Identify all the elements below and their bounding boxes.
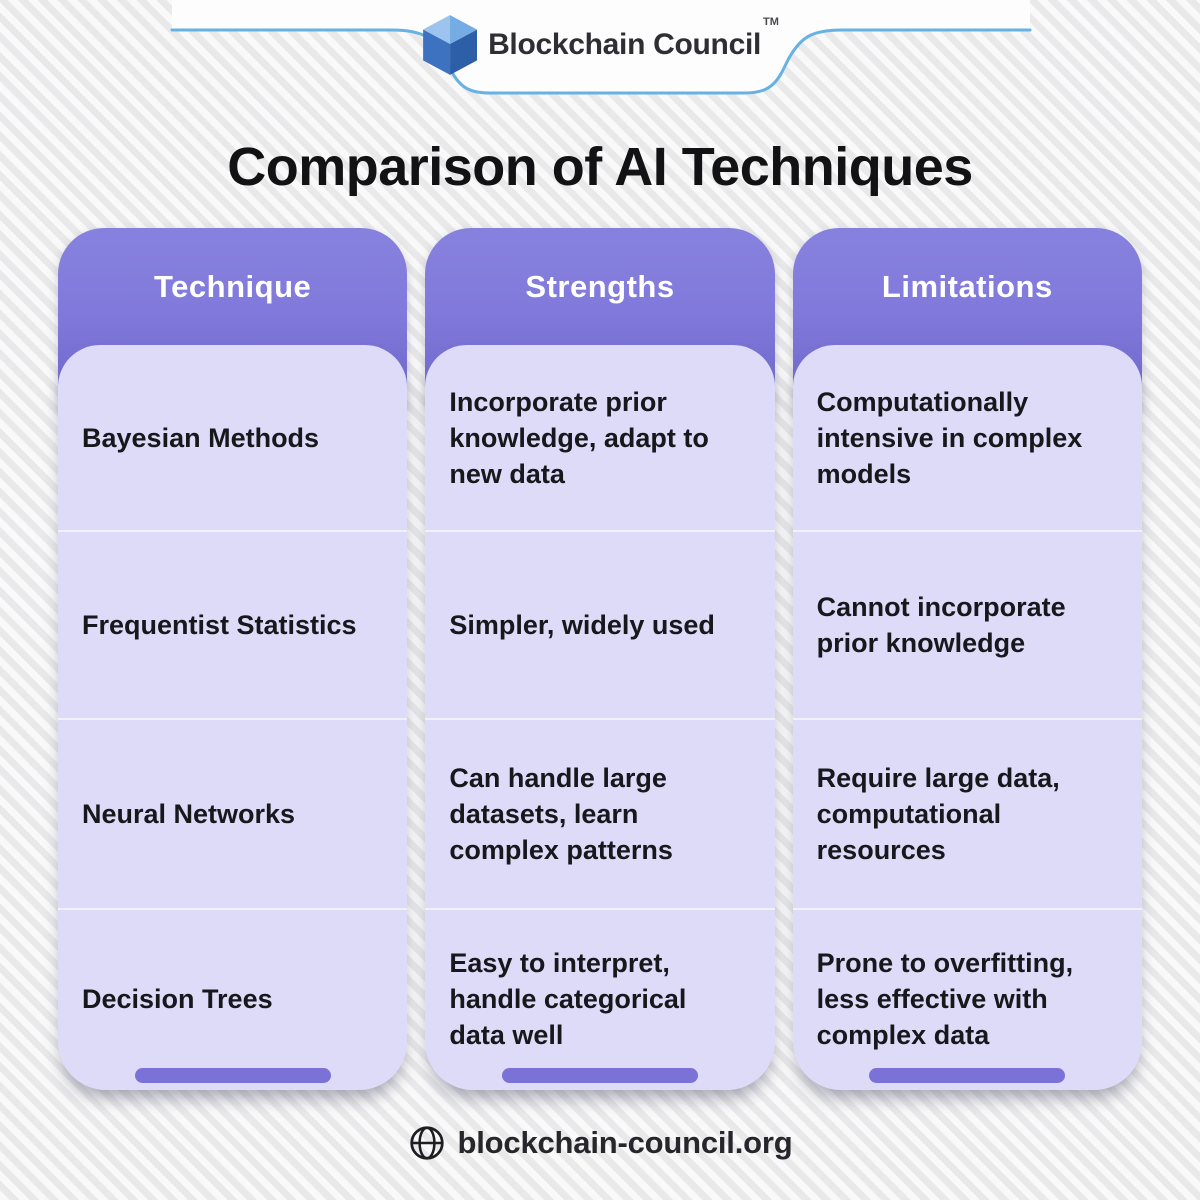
cell-text: Decision Trees: [82, 984, 273, 1014]
table-cell: Can handle large datasets, learn complex…: [425, 718, 775, 908]
website-text: blockchain-council.org: [457, 1125, 793, 1160]
column-header-label: Strengths: [525, 268, 675, 304]
table-cell: Require large data, computational resour…: [792, 718, 1142, 908]
cell-text: Computationally intensive in complex mod…: [816, 386, 1083, 489]
table-cell: Bayesian Methods: [58, 345, 407, 530]
cell-text: Cannot incorporate prior knowledge: [816, 592, 1066, 658]
table-cell: Neural Networks: [58, 718, 408, 908]
logo: Blockchain CouncilTM: [423, 12, 779, 78]
footer: blockchain-council.org: [0, 1124, 1200, 1162]
column-technique: Technique Bayesian Methods Frequentist S…: [58, 228, 408, 1090]
column-limitations: Limitations Computationally intensive in…: [792, 228, 1142, 1090]
table-cell: Decision Trees: [58, 908, 408, 1088]
table-cell: Incorporate prior knowledge, adapt to ne…: [425, 345, 774, 530]
table-cell: Cannot incorporate prior knowledge: [792, 530, 1142, 718]
banner: Blockchain CouncilTM: [0, 0, 1200, 100]
column-body: Bayesian Methods Frequentist Statistics …: [58, 345, 408, 1090]
table-cell: Easy to interpret, handle categorical da…: [425, 908, 775, 1088]
cell-text: Can handle large datasets, learn complex…: [449, 763, 673, 865]
comparison-table: Technique Bayesian Methods Frequentist S…: [58, 228, 1142, 1090]
cell-text: Frequentist Statistics: [82, 610, 357, 640]
globe-icon: [409, 1126, 444, 1160]
column-header-label: Technique: [154, 268, 312, 304]
cell-text: Neural Networks: [82, 799, 296, 829]
column-header-label: Limitations: [881, 268, 1053, 304]
table-cell: Frequentist Statistics: [58, 530, 408, 718]
cell-text: Require large data, computational resour…: [816, 763, 1060, 865]
logo-text: Blockchain CouncilTM: [488, 16, 779, 62]
table-cell: Simpler, widely used: [425, 530, 775, 718]
column-footer-pill: [869, 1068, 1066, 1083]
logo-text-label: Blockchain Council: [488, 28, 762, 61]
column-body: Incorporate prior knowledge, adapt to ne…: [425, 345, 775, 1090]
cell-text: Prone to overfitting, less effective wit…: [816, 948, 1074, 1050]
column-footer-pill: [134, 1068, 331, 1083]
table-cell: Computationally intensive in complex mod…: [793, 345, 1142, 530]
cell-text: Bayesian Methods: [82, 422, 320, 453]
cell-text: Simpler, widely used: [449, 610, 715, 640]
cell-text: Incorporate prior knowledge, adapt to ne…: [449, 386, 709, 489]
trademark: TM: [763, 16, 779, 28]
cell-text: Easy to interpret, handle categorical da…: [449, 948, 687, 1050]
page-title: Comparison of AI Techniques: [227, 137, 973, 197]
cube-3d-icon: [423, 15, 478, 75]
table-cell: Prone to overfitting, less effective wit…: [792, 908, 1142, 1088]
column-footer-pill: [501, 1068, 698, 1083]
column-body: Computationally intensive in complex mod…: [792, 345, 1142, 1090]
column-strengths: Strengths Incorporate prior knowledge, a…: [425, 228, 775, 1090]
